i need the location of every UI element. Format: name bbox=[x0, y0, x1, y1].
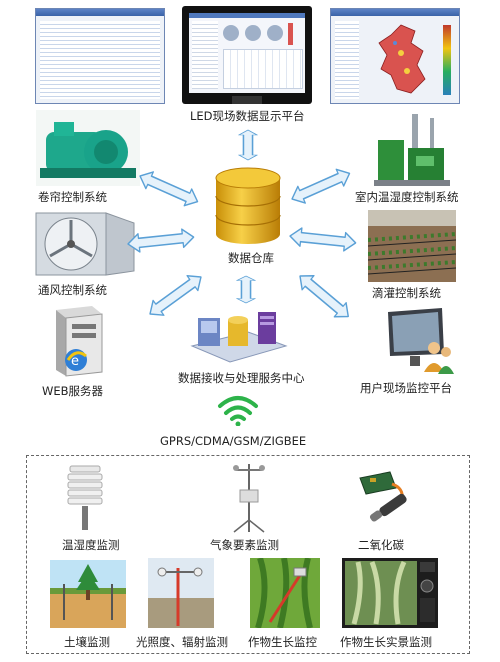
light-radiation-image bbox=[148, 558, 214, 628]
arrow-climate-database bbox=[287, 164, 355, 209]
sensor-label-crop-live: 作物生长实景监测 bbox=[340, 635, 432, 649]
climate-control-cabinet-image bbox=[368, 108, 456, 188]
arrow-led-database bbox=[238, 129, 258, 161]
arrow-database-service bbox=[236, 275, 256, 304]
weather-station-image bbox=[226, 460, 272, 534]
data-table-screenshot bbox=[35, 8, 165, 104]
database-cylinder-icon bbox=[212, 166, 284, 246]
right-system-label-2: 滴灌控制系统 bbox=[372, 286, 441, 300]
arrow-drip-database bbox=[288, 226, 358, 253]
crop-growth-image bbox=[250, 558, 320, 628]
temp-humidity-sensor-image bbox=[62, 462, 108, 534]
gauge-icon bbox=[223, 25, 239, 41]
drip-irrigation-image bbox=[368, 210, 456, 282]
left-system-label-2: 通风控制系统 bbox=[38, 283, 107, 297]
roller-motor-image bbox=[36, 110, 140, 186]
led-monitor-screen bbox=[182, 6, 312, 104]
database-label: 数据仓库 bbox=[228, 251, 274, 265]
top-platform-label: LED现场数据显示平台 bbox=[190, 109, 305, 123]
co2-sensor-image bbox=[356, 470, 420, 530]
service-center-label: 数据接收与处理服务中心 bbox=[178, 371, 305, 385]
sensor-label-temp-humidity: 温湿度监测 bbox=[62, 538, 120, 552]
soil-monitor-image bbox=[50, 560, 126, 628]
sensor-label-light: 光照度、辐射监测 bbox=[136, 635, 228, 649]
sensor-label-co2: 二氧化碳 bbox=[358, 538, 404, 552]
arrow-roller-database bbox=[135, 166, 203, 211]
monitor-users-image bbox=[384, 306, 456, 376]
gauge-icon bbox=[245, 25, 261, 41]
arrow-fan-database bbox=[126, 227, 196, 254]
sensor-label-soil: 土壤监测 bbox=[64, 635, 110, 649]
left-system-label-1: 卷帘控制系统 bbox=[38, 190, 107, 204]
right-system-label-1: 室内温湿度控制系统 bbox=[355, 190, 459, 204]
left-system-label-3: WEB服务器 bbox=[42, 384, 104, 398]
network-label: GPRS/CDMA/GSM/ZIGBEE bbox=[160, 434, 307, 448]
sensor-label-crop-growth: 作物生长监控 bbox=[248, 635, 317, 649]
right-system-label-3: 用户现场监控平台 bbox=[360, 381, 452, 395]
sensor-network-box bbox=[26, 455, 470, 654]
arrow-monitor-database bbox=[293, 268, 355, 325]
province-map bbox=[371, 23, 433, 97]
map-screenshot bbox=[330, 8, 460, 104]
crop-live-view-image bbox=[342, 558, 438, 628]
arrow-web-database bbox=[143, 268, 208, 323]
web-server-image: e bbox=[46, 304, 106, 380]
sensor-label-weather: 气象要素监测 bbox=[210, 538, 279, 552]
service-center-image bbox=[188, 306, 288, 368]
wireless-icon bbox=[216, 394, 260, 426]
ventilation-fan-image bbox=[34, 209, 138, 279]
gauge-icon bbox=[267, 25, 283, 41]
svg-text:e: e bbox=[71, 354, 79, 369]
